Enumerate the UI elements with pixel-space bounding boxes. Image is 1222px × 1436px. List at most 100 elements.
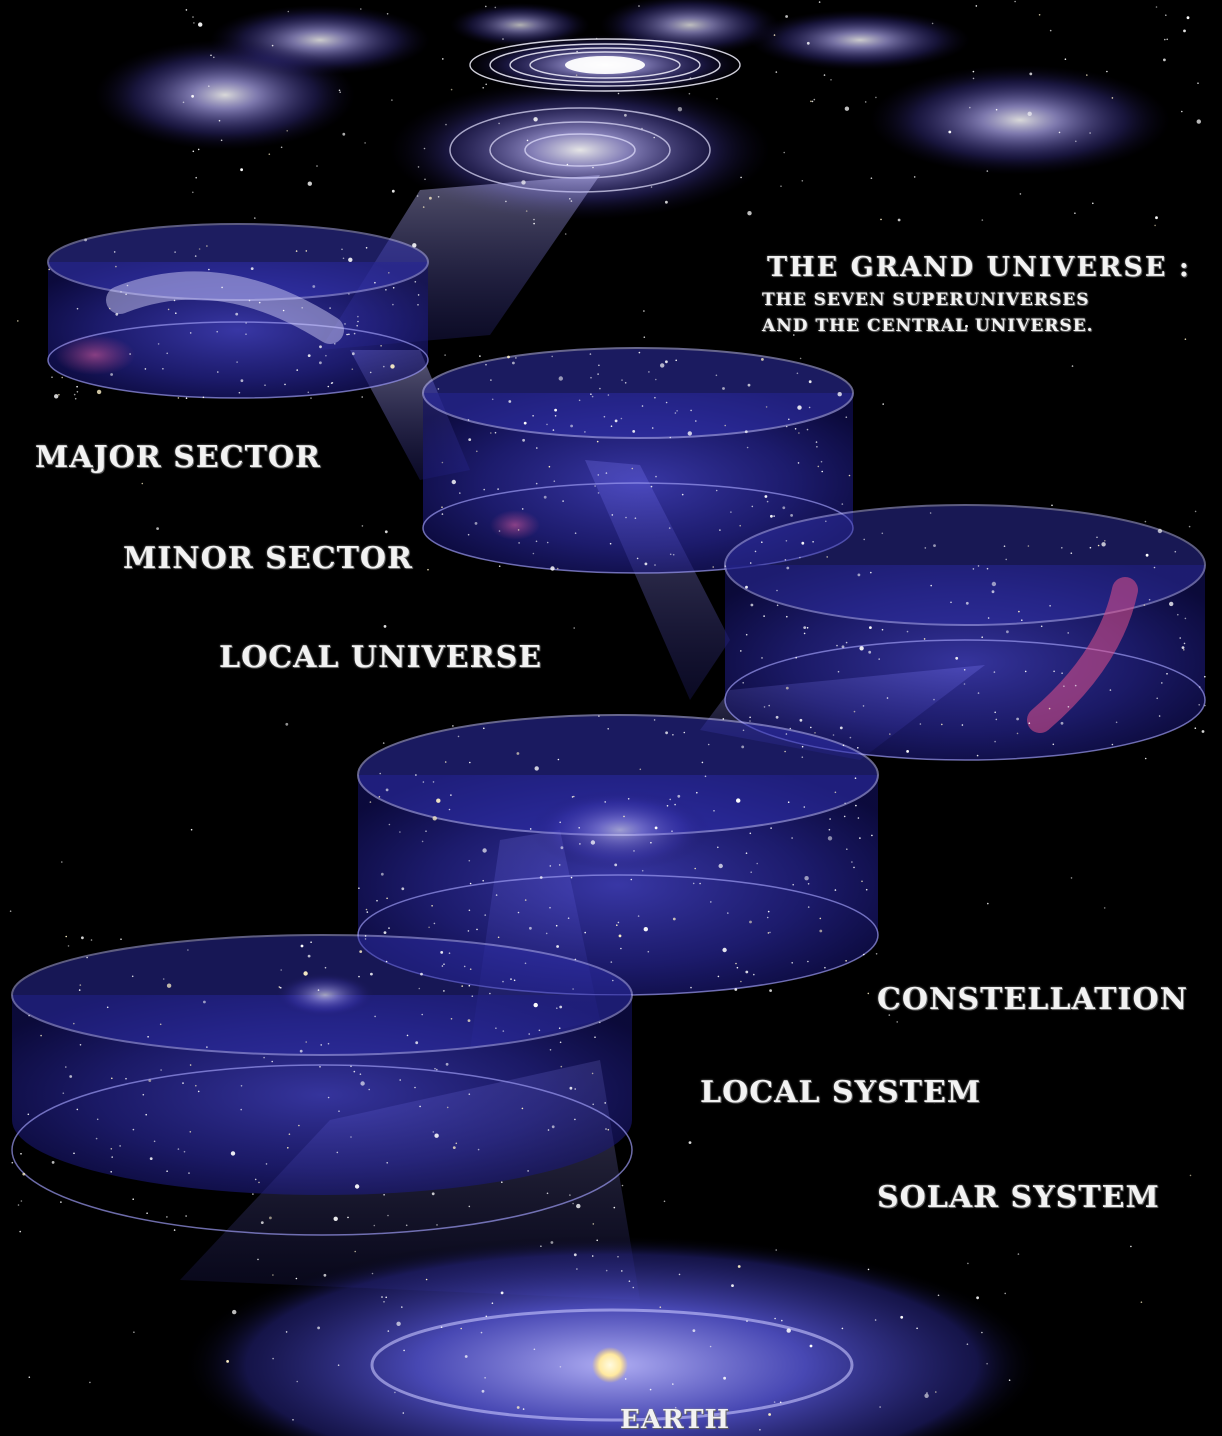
- star: [673, 554, 675, 556]
- star: [1154, 225, 1156, 227]
- star: [186, 9, 188, 11]
- star: [428, 927, 430, 929]
- star: [875, 1319, 877, 1321]
- star: [478, 1149, 480, 1151]
- star: [810, 727, 812, 729]
- star: [592, 1073, 594, 1075]
- subtitle-superuniverses: THE SEVEN SUPERUNIVERSES: [762, 288, 1090, 312]
- star: [552, 1125, 555, 1128]
- star: [571, 200, 573, 202]
- star: [518, 529, 520, 531]
- star: [865, 101, 867, 103]
- star: [549, 466, 551, 468]
- star: [17, 320, 19, 322]
- star: [74, 394, 76, 396]
- star: [517, 752, 520, 755]
- star: [536, 447, 538, 449]
- star: [1098, 545, 1100, 547]
- star: [191, 95, 194, 98]
- star: [249, 300, 251, 302]
- star: [788, 419, 790, 421]
- star: [370, 973, 373, 976]
- star: [89, 1382, 91, 1384]
- star: [654, 564, 656, 566]
- star: [1092, 203, 1094, 205]
- star: [597, 373, 599, 375]
- star: [383, 1194, 385, 1196]
- star: [392, 304, 394, 306]
- star: [800, 719, 803, 722]
- star: [986, 1363, 988, 1365]
- star: [450, 794, 452, 796]
- star: [162, 368, 164, 370]
- star: [338, 1110, 340, 1112]
- star: [871, 835, 873, 837]
- star: [523, 1408, 525, 1410]
- star: [845, 107, 849, 111]
- star: [569, 198, 571, 200]
- star: [752, 506, 754, 508]
- star: [374, 282, 376, 284]
- star: [456, 1143, 458, 1145]
- star: [150, 1157, 153, 1160]
- star: [597, 441, 599, 443]
- star: [245, 333, 247, 335]
- star: [605, 1128, 607, 1130]
- star: [858, 817, 860, 819]
- star: [272, 1274, 274, 1276]
- star: [555, 415, 557, 417]
- star: [690, 987, 692, 989]
- star: [708, 744, 710, 746]
- star: [300, 1050, 303, 1053]
- star: [97, 1119, 99, 1121]
- star: [182, 1082, 184, 1084]
- star: [298, 1125, 300, 1127]
- star: [534, 1003, 538, 1007]
- star: [163, 978, 165, 980]
- star: [231, 1151, 235, 1155]
- star: [308, 955, 311, 958]
- star: [689, 1141, 692, 1144]
- star: [611, 961, 613, 963]
- star: [761, 657, 763, 659]
- star: [736, 798, 740, 802]
- star: [576, 1268, 578, 1270]
- star: [356, 325, 358, 327]
- star: [427, 569, 429, 571]
- star: [593, 1223, 595, 1225]
- star: [830, 79, 832, 81]
- star: [414, 1087, 416, 1089]
- star: [438, 388, 440, 390]
- star: [802, 756, 804, 758]
- star: [468, 1019, 471, 1022]
- star: [617, 1256, 619, 1258]
- star: [549, 907, 551, 909]
- star: [107, 1007, 109, 1009]
- star: [338, 1364, 340, 1366]
- star: [591, 840, 595, 844]
- star: [1028, 545, 1030, 547]
- star: [425, 830, 427, 832]
- star: [846, 416, 848, 418]
- star: [592, 396, 594, 398]
- star: [440, 951, 443, 954]
- star: [750, 562, 752, 564]
- star: [468, 438, 471, 441]
- star: [1004, 1293, 1006, 1295]
- star: [976, 1296, 979, 1299]
- star: [77, 391, 79, 393]
- star: [1204, 676, 1206, 678]
- star: [221, 140, 223, 142]
- star: [611, 425, 613, 427]
- star: [1050, 30, 1052, 32]
- star: [536, 483, 538, 485]
- star: [730, 511, 732, 513]
- star: [60, 1201, 62, 1203]
- star: [325, 355, 327, 357]
- star: [370, 801, 372, 803]
- star: [1009, 1379, 1011, 1381]
- star: [419, 988, 421, 990]
- star: [403, 1350, 405, 1352]
- star: [814, 732, 816, 734]
- star: [775, 1249, 777, 1251]
